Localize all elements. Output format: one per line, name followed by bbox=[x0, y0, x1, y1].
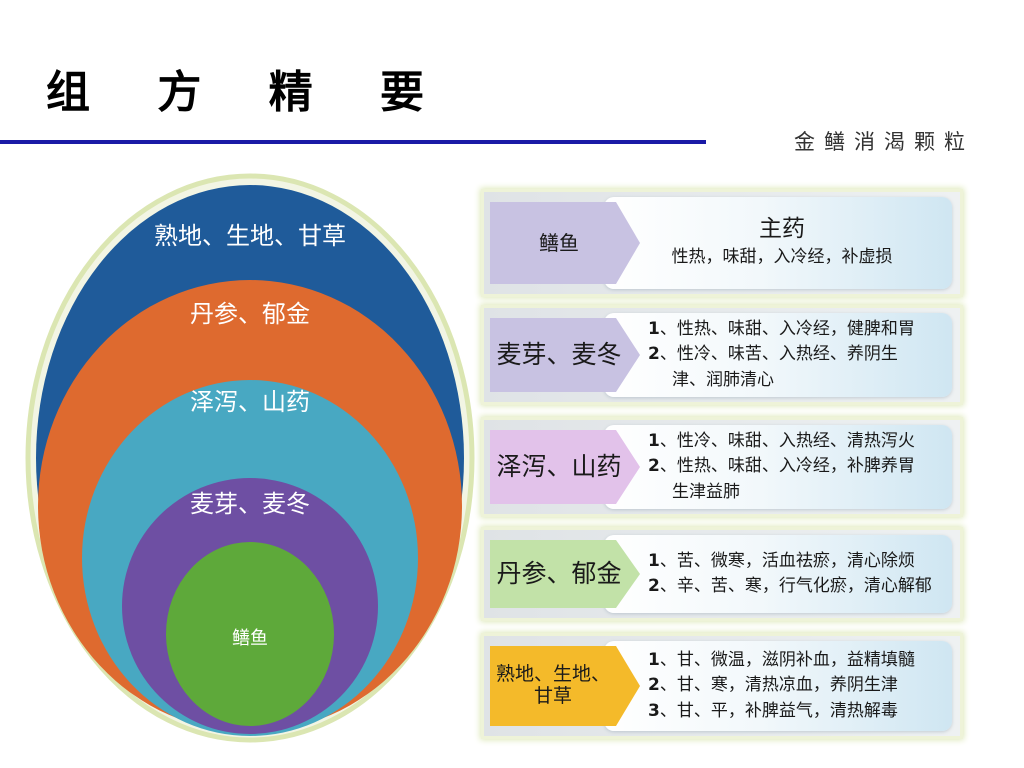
row-tag: 麦芽、麦冬 bbox=[490, 318, 640, 392]
row-card bbox=[604, 197, 952, 289]
core-green bbox=[166, 542, 334, 726]
row-card bbox=[604, 641, 952, 731]
row-content: 1、性冷、味甜、入热经、清热泻火 2、性热、味甜、入冷经，补脾养胃 生津益肺 bbox=[648, 420, 946, 514]
ring-label-outer: 熟地、生地、甘草 bbox=[154, 222, 346, 250]
row-tag: 丹参、郁金 bbox=[490, 540, 640, 608]
nested-ingredient-diagram: 熟地、生地、甘草 丹参、郁金 泽泻、山药 麦芽、麦冬 鳝鱼 bbox=[25, 173, 475, 743]
list-item: 2、性热、味甜、入冷经，补脾养胃 bbox=[648, 456, 915, 477]
row-tag: 泽泻、山药 bbox=[490, 430, 640, 504]
row-content: 1、苦、微寒，活血祛瘀，清心除烦 2、辛、苦、寒，行气化瘀，清心解郁 bbox=[648, 530, 946, 618]
row-tag: 熟地、生地、 甘草 bbox=[490, 646, 640, 726]
row-tag-label: 泽泻、山药 bbox=[496, 451, 622, 481]
herb-row-zexie: 泽泻、山药 1、性冷、味甜、入热经、清热泻火 2、性热、味甜、入冷经，补脾养胃 … bbox=[484, 420, 960, 514]
ring-label-teal: 泽泻、山药 bbox=[190, 388, 310, 416]
title-underline bbox=[0, 140, 706, 144]
slide-title: 组 方 精 要 bbox=[46, 67, 450, 118]
row-card bbox=[604, 425, 952, 509]
ring-label-orange: 丹参、郁金 bbox=[190, 300, 310, 328]
ring-label-core: 鳝鱼 bbox=[232, 628, 268, 649]
row-tag-label: 麦芽、麦冬 bbox=[496, 339, 622, 369]
herb-row-danshen: 丹参、郁金 1、苦、微寒，活血祛瘀，清心除烦 2、辛、苦、寒，行气化瘀，清心解郁 bbox=[484, 530, 960, 618]
row-card bbox=[604, 535, 952, 613]
list-item: 1、性冷、味甜、入热经、清热泻火 bbox=[648, 430, 915, 451]
list-item: 2、性冷、味苦、入热经、养阴生 bbox=[648, 344, 898, 365]
list-item: 津、润肺清心 bbox=[672, 369, 774, 390]
row-tag: 鳝鱼 bbox=[490, 202, 640, 284]
row-tag-label: 丹参、郁金 bbox=[496, 558, 622, 588]
list-item: 1、甘、微温，滋阴补血，益精填髓 bbox=[648, 649, 915, 670]
row-card bbox=[604, 313, 952, 397]
list-item: 1、苦、微寒，活血祛瘀，清心除烦 bbox=[648, 550, 915, 571]
row-tag-line: 熟地、生地、 bbox=[495, 663, 610, 686]
list-item: 3、甘、平，补脾益气，清热解毒 bbox=[648, 700, 898, 721]
list-item: 2、辛、苦、寒，行气化瘀，清心解郁 bbox=[648, 576, 932, 596]
list-item: 1、性热、味甜、入冷经，健脾和胃 bbox=[648, 318, 915, 339]
row-content: 1、性热、味甜、入冷经，健脾和胃 2、性冷、味苦、入热经、养阴生 津、润肺清心 bbox=[648, 308, 946, 402]
main-herb-desc: 性热，味甜，入冷经，补虚损 bbox=[671, 247, 893, 268]
herb-row-main: 鳝鱼 主药 性热，味甜，入冷经，补虚损 bbox=[484, 192, 960, 294]
row-tag-label: 熟地、生地、 甘草 bbox=[495, 663, 634, 708]
row-content: 1、甘、微温，滋阴补血，益精填髓 2、甘、寒，清热凉血，养阴生津 3、甘、平，补… bbox=[648, 636, 946, 736]
main-herb-heading: 主药 bbox=[759, 216, 805, 243]
list-item: 2、甘、寒，清热凉血，养阴生津 bbox=[648, 675, 898, 696]
ring-label-purple: 麦芽、麦冬 bbox=[190, 490, 310, 518]
herb-row-shudi: 熟地、生地、 甘草 1、甘、微温，滋阴补血，益精填髓 2、甘、寒，清热凉血，养阴… bbox=[484, 636, 960, 736]
list-item: 生津益肺 bbox=[672, 481, 740, 502]
row-tag-label: 鳝鱼 bbox=[539, 230, 579, 255]
herb-row-maiya: 麦芽、麦冬 1、性热、味甜、入冷经，健脾和胃 2、性冷、味苦、入热经、养阴生 津… bbox=[484, 308, 960, 402]
row-tag-line: 甘草 bbox=[533, 685, 572, 707]
product-name: 金鳝消渴颗粒 bbox=[794, 130, 974, 154]
row-content: 主药 性热，味甜，入冷经，补虚损 bbox=[648, 192, 946, 294]
